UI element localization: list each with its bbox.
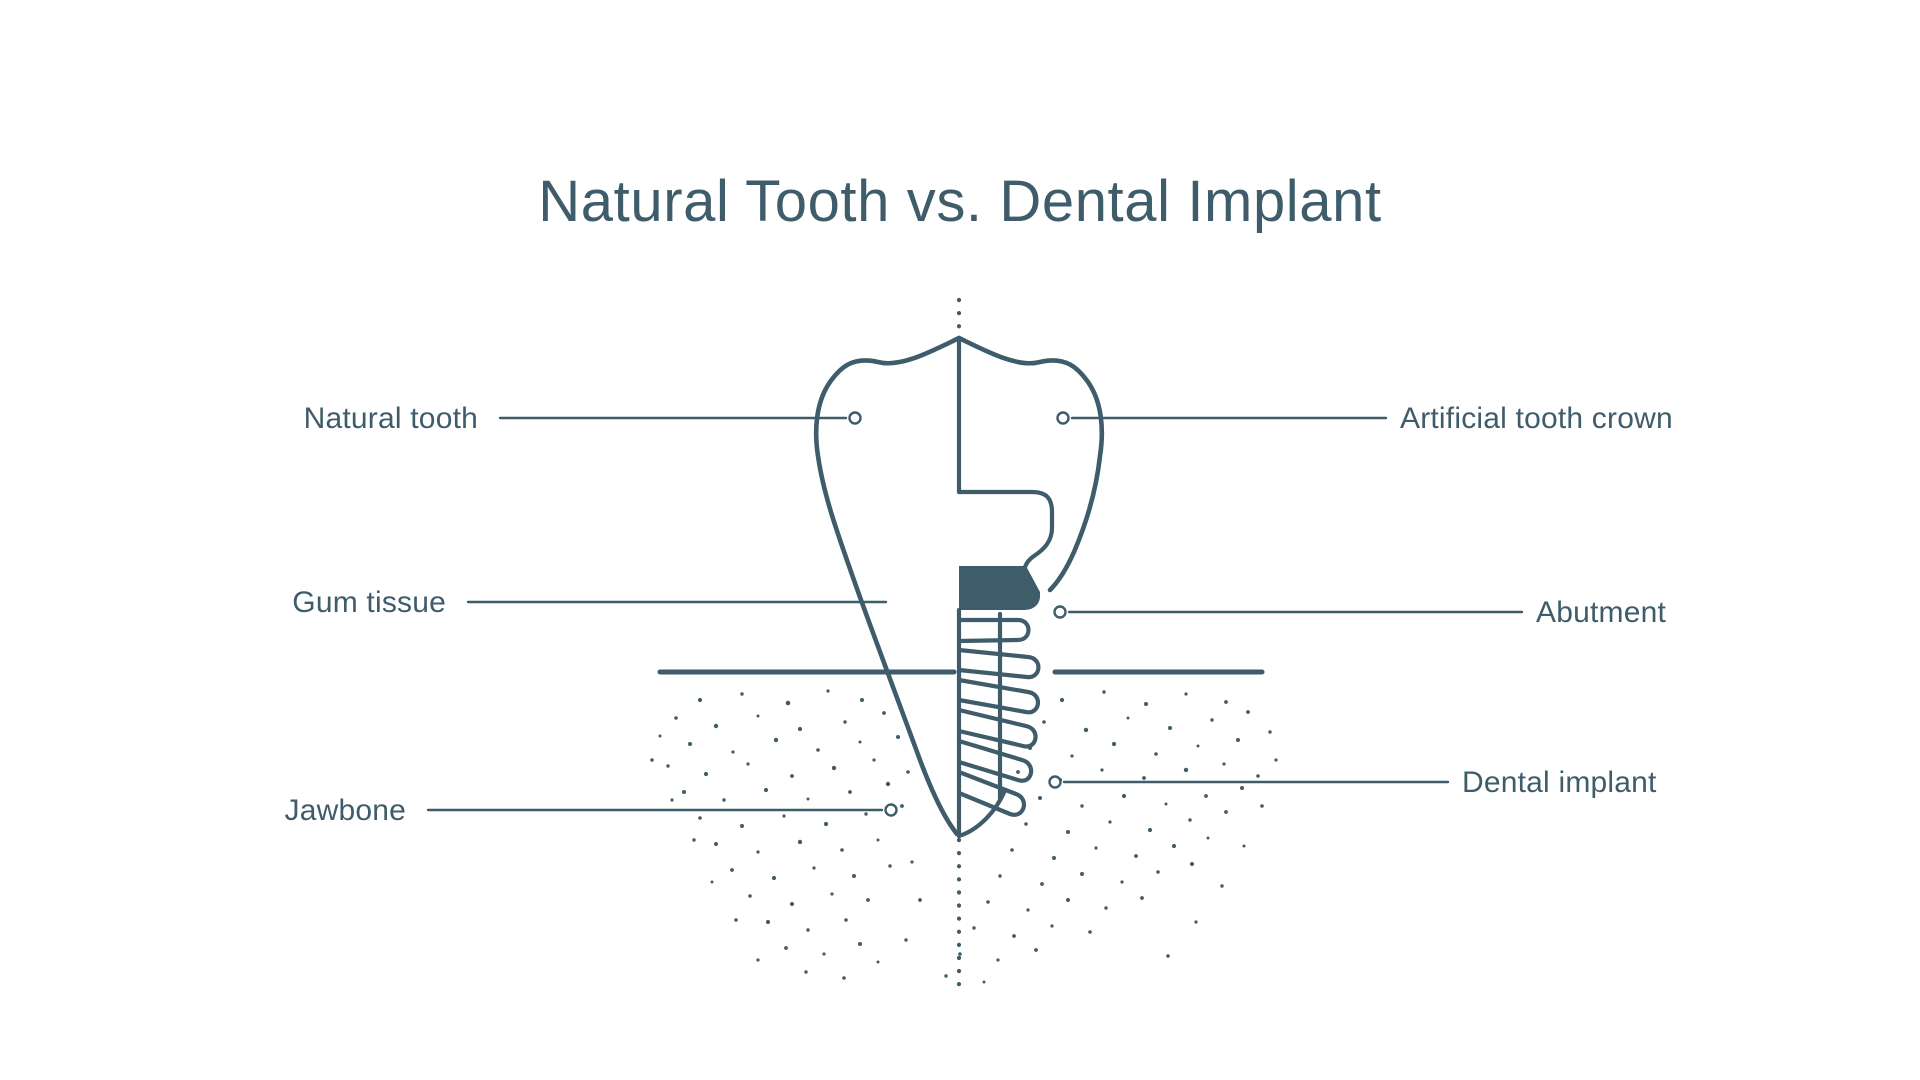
implant-apex bbox=[956, 787, 1008, 839]
page-title: Natural Tooth vs. Dental Implant bbox=[538, 169, 1382, 234]
leader-dot-icon bbox=[884, 803, 898, 817]
leader-dot-icon bbox=[1056, 411, 1070, 425]
leader-dot-icon bbox=[1053, 605, 1067, 619]
label-jawbone: Jawbone bbox=[285, 794, 407, 827]
callout-jawbone[interactable]: Jawbone bbox=[285, 794, 898, 827]
artificial-crown-outline bbox=[956, 335, 1105, 593]
abutment-band bbox=[959, 566, 1040, 610]
label-gum-tissue: Gum tissue bbox=[292, 586, 446, 619]
implant-threads bbox=[956, 617, 1041, 817]
callout-dental-implant[interactable]: Dental implant bbox=[1048, 766, 1658, 799]
callout-gum-tissue[interactable]: Gum tissue bbox=[292, 586, 888, 619]
leader-dot-icon bbox=[848, 411, 862, 425]
leader-dot-icon bbox=[1048, 775, 1062, 789]
callout-abutment[interactable]: Abutment bbox=[1053, 596, 1667, 629]
label-artificial-tooth-crown: Artificial tooth crown bbox=[1400, 402, 1673, 435]
natural-tooth-outline bbox=[813, 335, 962, 837]
crown-cavity-outline bbox=[956, 489, 1055, 595]
callout-natural-tooth[interactable]: Natural tooth bbox=[304, 402, 862, 435]
label-abutment: Abutment bbox=[1536, 596, 1666, 629]
jawbone-stipple-left bbox=[650, 689, 922, 980]
label-natural-tooth: Natural tooth bbox=[304, 402, 478, 435]
label-dental-implant: Dental implant bbox=[1462, 766, 1657, 799]
jawbone-stipple-right bbox=[944, 690, 1278, 984]
callout-artificial-tooth-crown[interactable]: Artificial tooth crown bbox=[1056, 402, 1673, 435]
